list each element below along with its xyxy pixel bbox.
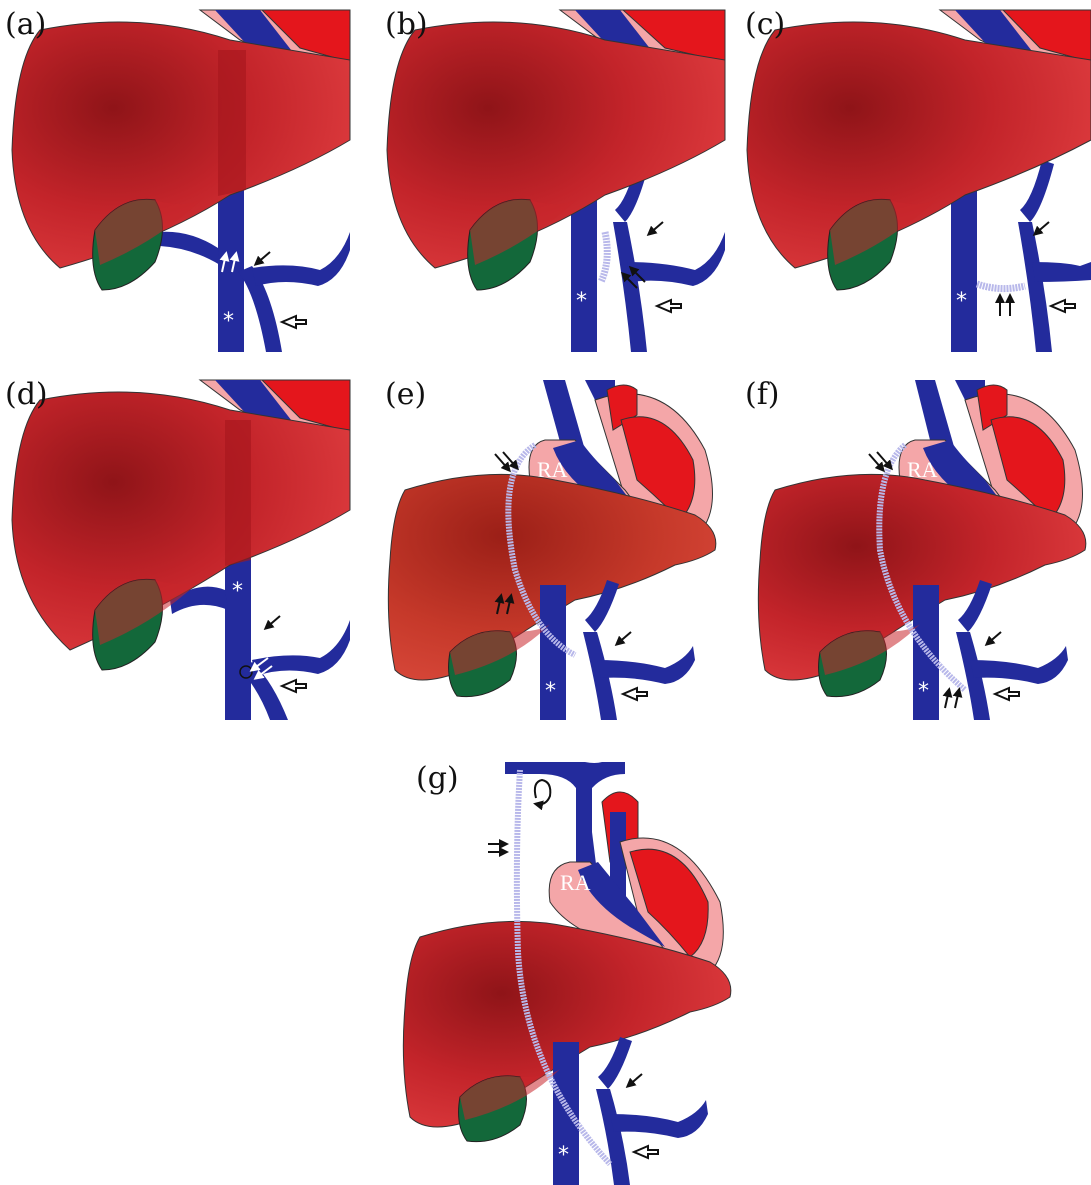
panel-label: (a)	[5, 7, 46, 42]
liver-overlay-band	[218, 50, 246, 196]
open-arrow-icon	[282, 316, 306, 328]
asterisk-icon: *	[232, 579, 243, 604]
asterisk-icon: *	[223, 309, 234, 334]
asterisk-icon: *	[918, 679, 929, 704]
thin-arrow-icon	[617, 632, 631, 644]
thin-arrow-icon	[649, 222, 663, 234]
liver-overlay-band	[225, 420, 251, 566]
panel-label: (f)	[745, 377, 780, 412]
panel-label: (e)	[385, 377, 426, 412]
graft	[977, 284, 1025, 289]
liver	[12, 392, 350, 650]
open-arrow-icon	[623, 688, 647, 700]
liver	[387, 22, 725, 268]
thin-arrow-icon	[256, 252, 270, 264]
panel-f: RA * (f)	[745, 377, 1086, 720]
asterisk-icon: *	[956, 289, 967, 314]
thin-arrow-icon	[628, 1074, 642, 1086]
thin-arrow-icon	[987, 632, 1001, 644]
ivc-vein	[913, 580, 1068, 720]
panel-label: (d)	[5, 377, 48, 412]
panel-label: (g)	[416, 761, 459, 796]
panel-label: (b)	[385, 7, 428, 42]
open-arrow-icon	[634, 1146, 658, 1158]
double-arrow-icon-3	[945, 690, 949, 708]
asterisk-icon: *	[545, 679, 556, 704]
panel-d: * (d)	[5, 377, 350, 720]
graft	[601, 232, 607, 282]
liver	[12, 22, 350, 268]
curved-arrow-icon	[535, 780, 550, 804]
open-arrow-icon	[657, 300, 681, 312]
panel-b: * (b)	[385, 7, 725, 352]
panel-c: * (c)	[745, 7, 1091, 352]
open-arrow-icon	[282, 680, 306, 692]
panel-e: RA * (e)	[385, 377, 716, 720]
asterisk-icon: *	[558, 1143, 569, 1168]
ivc-vein	[553, 1037, 708, 1185]
panel-g: RA * (g)	[403, 761, 731, 1185]
double-arrow-icon-4	[955, 690, 959, 708]
open-arrow-icon	[1051, 300, 1075, 312]
thin-arrow-icon	[266, 616, 280, 628]
ra-label: RA	[560, 870, 591, 895]
panel-label: (c)	[745, 7, 785, 42]
panel-a: * (a)	[5, 7, 350, 352]
thin-arrow-icon	[1035, 222, 1049, 234]
open-arrow-icon	[995, 688, 1019, 700]
asterisk-icon: *	[576, 289, 587, 314]
